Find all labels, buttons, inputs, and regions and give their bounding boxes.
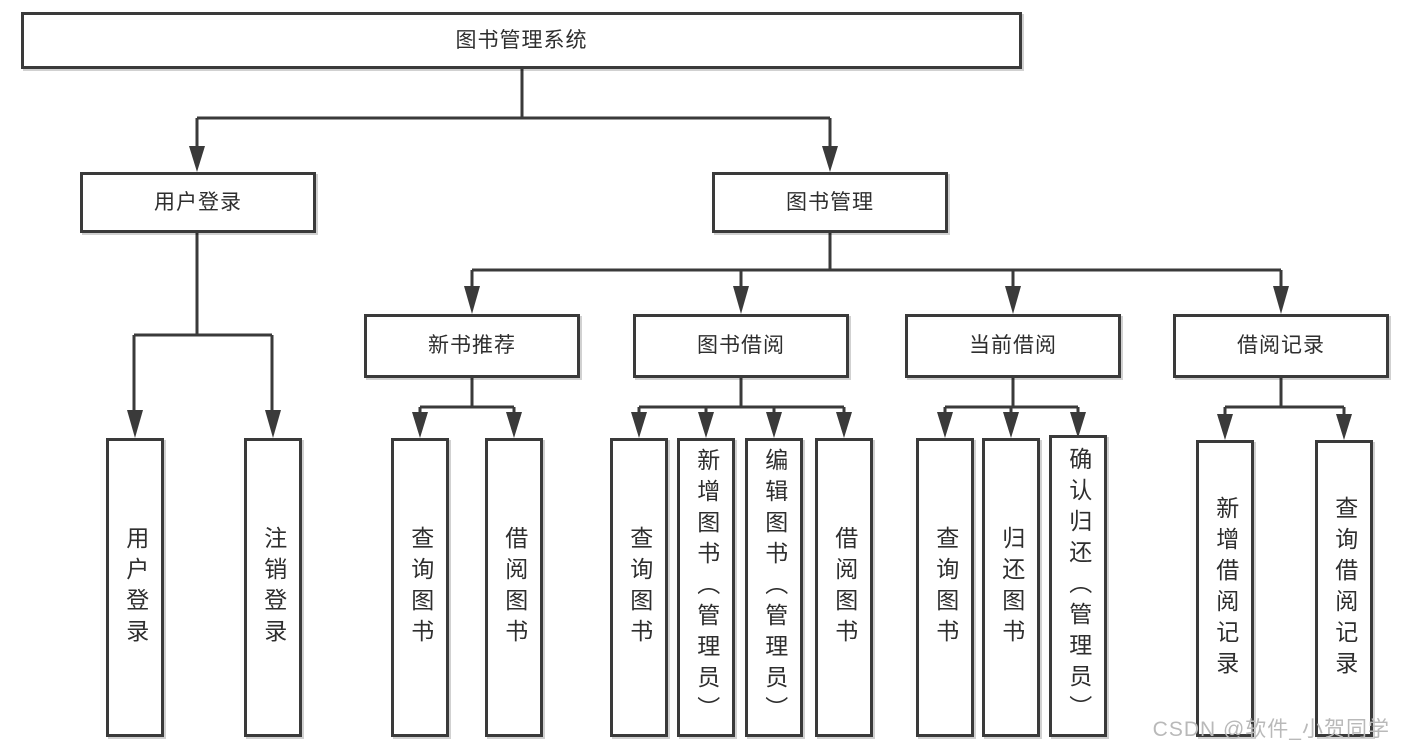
- connector-borrow-children: [637, 378, 846, 418]
- leaf-ul-login: 用户登录: [106, 438, 164, 737]
- arrowhead-new-rec: [464, 286, 480, 314]
- arrowhead-nb-borrow: [506, 412, 522, 438]
- leaf-bb-add: 新增图书（管理员）: [677, 438, 735, 737]
- arrowhead-cb-return: [1003, 412, 1019, 438]
- node-new-rec: 新书推荐: [364, 314, 580, 378]
- leaf-bb-edit: 编辑图书（管理员）: [745, 438, 803, 737]
- arrowhead-nb-query: [412, 412, 428, 438]
- arrowhead-ul-logout: [265, 410, 281, 438]
- arrowhead-bb-query: [631, 412, 647, 438]
- arrowhead-bb-edit: [766, 412, 782, 438]
- arrowhead-records: [1273, 286, 1289, 314]
- node-root: 图书管理系统: [21, 12, 1022, 69]
- connector-root-to-level2: [195, 69, 832, 150]
- arrowhead-cb-query: [937, 412, 953, 438]
- connector-book-mgmt-children: [470, 233, 1283, 292]
- leaf-bb-query: 查询图书: [610, 438, 668, 737]
- arrowhead-bb-add: [698, 412, 714, 438]
- connector-new-rec-children: [418, 378, 516, 418]
- arrowhead-br-add: [1217, 414, 1233, 440]
- node-book-mgmt: 图书管理: [712, 172, 948, 233]
- connector-records-children: [1223, 378, 1346, 418]
- leaf-ul-logout: 注销登录: [244, 438, 302, 737]
- leaf-br-add: 新增借阅记录: [1196, 440, 1254, 737]
- arrowhead-br-query: [1336, 414, 1352, 440]
- arrowhead-cb-confirm: [1070, 412, 1086, 438]
- node-user-login: 用户登录: [80, 172, 316, 233]
- arrowhead-current: [1005, 286, 1021, 314]
- connector-user-login-children: [132, 233, 274, 414]
- node-current: 当前借阅: [905, 314, 1121, 378]
- leaf-cb-query: 查询图书: [916, 438, 974, 737]
- arrowhead-bb-borrow: [836, 412, 852, 438]
- arrowhead-ul-login: [127, 410, 143, 438]
- node-records: 借阅记录: [1173, 314, 1389, 378]
- csdn-watermark: CSDN @软件_小贺同学: [1152, 718, 1390, 741]
- leaf-cb-return: 归还图书: [982, 438, 1040, 737]
- leaf-bb-borrow: 借阅图书: [815, 438, 873, 737]
- leaf-br-query: 查询借阅记录: [1315, 440, 1373, 737]
- arrowhead-user-login: [189, 146, 205, 172]
- arrowhead-book-mgmt: [822, 146, 838, 172]
- leaf-nb-query: 查询图书: [391, 438, 449, 737]
- node-borrow: 图书借阅: [633, 314, 849, 378]
- leaf-cb-confirm: 确认归还（管理员）: [1049, 435, 1107, 737]
- arrowhead-borrow: [733, 286, 749, 314]
- leaf-nb-borrow: 借阅图书: [485, 438, 543, 737]
